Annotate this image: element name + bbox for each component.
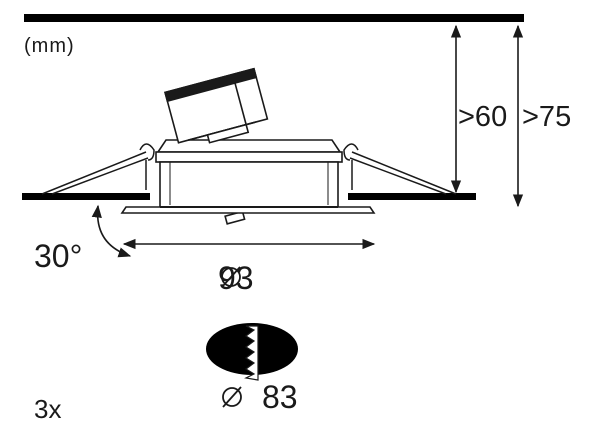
tilt-angle-arrow	[91, 204, 132, 258]
ceiling-panel-right	[348, 193, 476, 200]
ceiling-slab	[24, 14, 524, 22]
diameter-symbol-icon	[221, 266, 241, 288]
hole-saw-icon	[206, 323, 298, 381]
ceiling-panel-left	[22, 193, 150, 200]
housing	[155, 139, 343, 209]
quantity-label: 3x	[34, 394, 62, 424]
outer-diameter-label: 93	[218, 260, 254, 296]
depth-total-label: >75	[522, 101, 572, 133]
cutout-diameter-label: 83	[262, 379, 298, 415]
tilt-angle-label: 30°	[34, 238, 83, 274]
unit-label: (mm)	[24, 35, 75, 57]
spring-clip-right	[343, 143, 457, 195]
trim-ring	[120, 206, 376, 214]
diameter-symbol-icon	[222, 386, 242, 408]
spring-clip-left	[41, 143, 155, 195]
tilted-lamp-module	[164, 67, 269, 225]
depth-min-label: >60	[458, 101, 508, 133]
